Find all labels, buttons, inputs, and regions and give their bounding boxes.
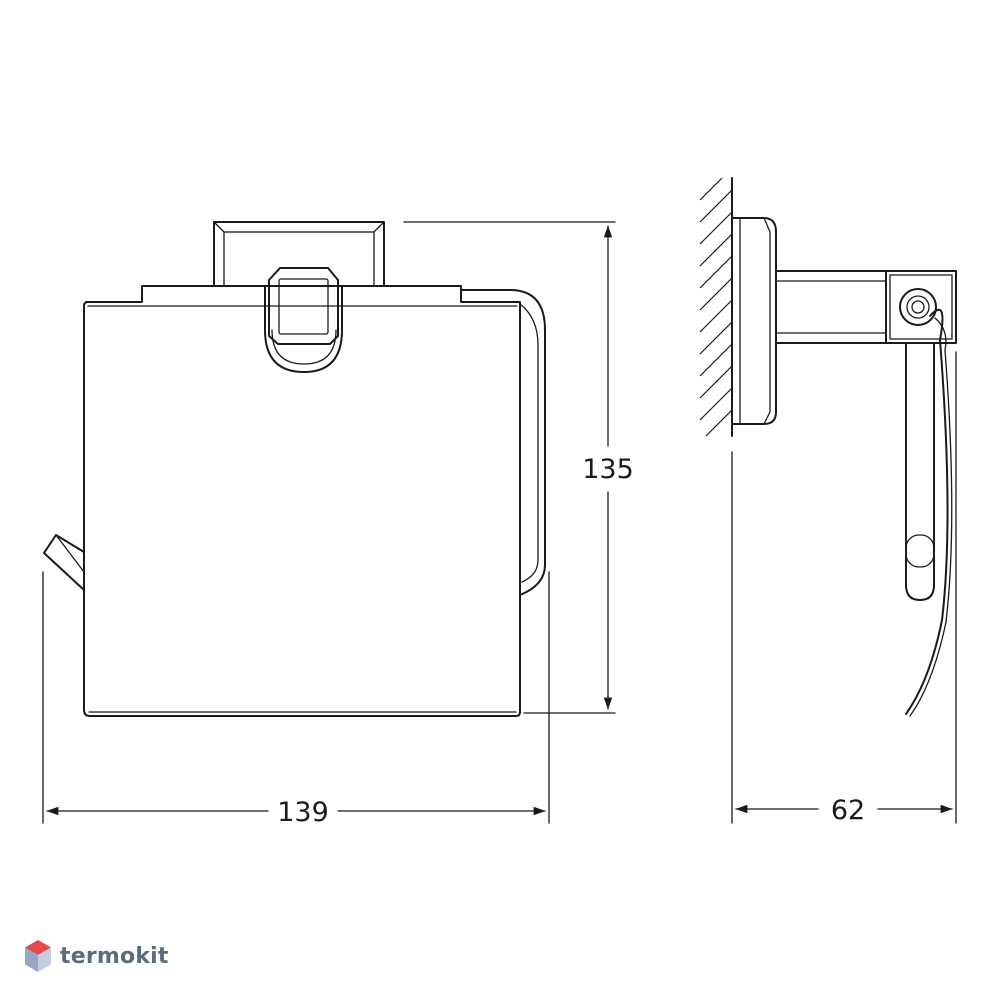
side-view: 62 <box>699 177 957 826</box>
logo-cube-icon <box>25 940 51 972</box>
front-view: 135 139 <box>42 221 634 828</box>
paper-rod <box>905 342 935 601</box>
width-dimension-label: 139 <box>277 797 329 828</box>
spring-arm <box>43 534 85 591</box>
cover-flap-edge <box>905 309 949 715</box>
paper-cover <box>83 285 546 717</box>
holder-arm <box>775 270 957 344</box>
height-dimension-label: 135 <box>582 454 634 485</box>
logo-text: termokit <box>60 943 169 969</box>
termokit-logo: termokit <box>24 936 169 976</box>
wall-mount-plate <box>213 221 385 287</box>
cover-flap-edge <box>909 317 953 717</box>
wall-hatch <box>699 177 733 437</box>
wall-rosette <box>731 217 777 425</box>
center-bracket <box>264 267 343 373</box>
depth-dimension-label: 62 <box>831 795 865 826</box>
